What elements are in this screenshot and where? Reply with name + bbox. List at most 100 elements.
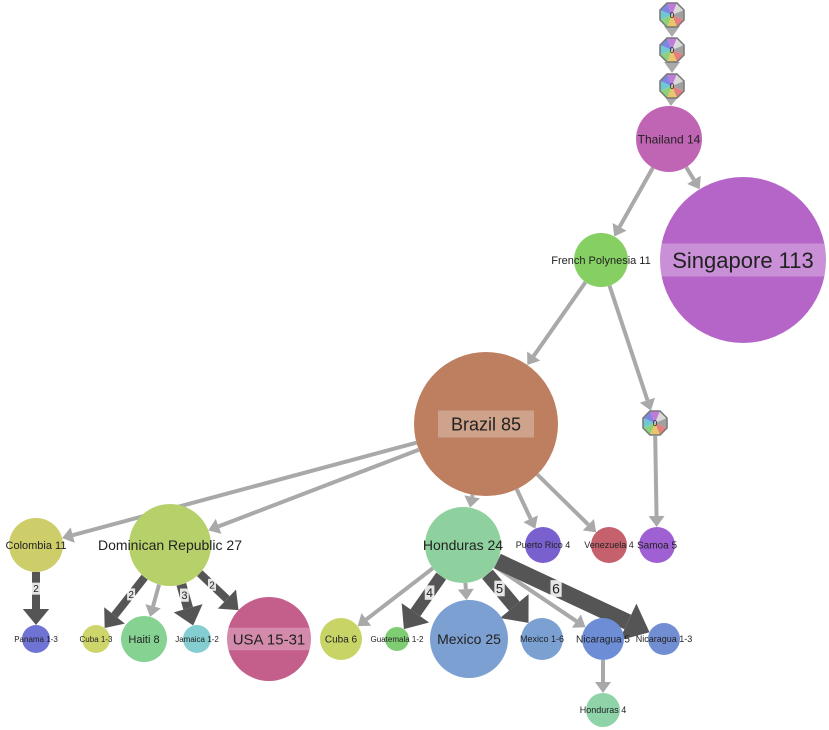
node-jamaica[interactable]: Jamaica 1-2	[175, 625, 219, 653]
edge-honduras24-to-nicaragua5	[493, 564, 586, 628]
edge-line	[494, 553, 632, 630]
octagon-segment	[642, 410, 655, 423]
edge-arrowhead	[357, 613, 372, 627]
node-circle	[320, 618, 362, 660]
node-circle	[636, 106, 702, 172]
edge-arrowhead	[664, 62, 680, 73]
edge-honduras24-to-mexico25	[457, 582, 474, 601]
node-haiti[interactable]: Haiti 8	[121, 616, 167, 662]
node-label: Puerto Rico 4	[516, 540, 571, 550]
node-nicaragua13[interactable]: Nicaragua 1-3	[636, 623, 693, 655]
edge-weight-label: 2	[207, 578, 216, 591]
node-honduras24[interactable]: Honduras 24	[423, 507, 503, 583]
node-honduras4[interactable]: Honduras 4	[580, 693, 627, 727]
octagon-segment	[672, 37, 685, 50]
edge-line	[617, 166, 655, 228]
edge-brazil-to-honduras24	[464, 494, 481, 508]
edge-brazil-to-venezuela	[535, 473, 597, 533]
edge-arrowhead	[582, 518, 597, 533]
edge-arrowhead	[401, 603, 430, 630]
edge-line	[365, 566, 435, 622]
node-samoa[interactable]: Samoa 5	[637, 527, 677, 563]
edge-fpoly-to-u4	[607, 285, 656, 411]
node-nicaragua5[interactable]: Nicaragua 5	[576, 618, 630, 660]
edge-arrowhead	[571, 614, 586, 628]
edge-arrowhead	[595, 682, 611, 693]
node-u3[interactable]: 0	[659, 73, 685, 99]
node-cuba6[interactable]: Cuba 6	[320, 618, 362, 660]
edge-arrowhead	[464, 495, 481, 508]
octagon-segment	[642, 423, 655, 436]
node-colombia[interactable]: Colombia 11	[6, 518, 67, 572]
edge-domrep-to-haiti	[145, 583, 161, 617]
node-mexico25[interactable]: Mexico 25	[430, 600, 508, 678]
octagon-segment	[672, 2, 685, 16]
node-mexico16[interactable]: Mexico 1-6	[520, 618, 564, 660]
edge-line	[532, 280, 588, 358]
node-label: Cuba 6	[325, 635, 358, 646]
edge-weight-label: 6	[550, 580, 562, 597]
node-circle	[639, 527, 675, 563]
node-circle	[586, 693, 620, 727]
octagon-segment	[667, 37, 677, 50]
node-circle	[129, 504, 211, 586]
node-circle	[22, 625, 50, 653]
node-domrep[interactable]: Dominican Republic 27	[98, 504, 242, 586]
node-label: 0	[670, 82, 675, 91]
node-thailand[interactable]: Thailand 14	[636, 106, 702, 172]
node-label: Guatemala 1-2	[371, 635, 424, 644]
edge-weight-label-bg	[550, 580, 562, 597]
node-singapore[interactable]: Singapore 113	[658, 177, 828, 343]
edge-honduras24-to-nicaragua13: 6	[494, 553, 650, 641]
edge-weight-label-text: 2	[128, 590, 134, 601]
node-guatemala[interactable]: Guatemala 1-2	[371, 627, 424, 651]
octagon-segment	[659, 37, 672, 50]
node-u4[interactable]: 0	[642, 410, 668, 436]
node-circle	[591, 527, 627, 563]
node-label: Mexico 25	[437, 631, 501, 647]
edge-line	[684, 166, 696, 181]
node-venezuela[interactable]: Venezuela 4	[584, 527, 634, 563]
edge-arrowhead	[639, 397, 656, 411]
edge-domrep-to-usa: 2	[196, 570, 239, 611]
octagon-segment	[659, 73, 672, 86]
node-cuba13[interactable]: Cuba 1-3	[80, 625, 113, 653]
node-circle	[414, 352, 558, 496]
edge-u4-to-samoa	[648, 435, 665, 528]
node-circle	[227, 597, 311, 681]
edge-line	[151, 583, 161, 607]
octagon-segment	[672, 15, 685, 28]
edge-honduras24-to-cuba6	[357, 566, 435, 627]
node-u2[interactable]: 0	[659, 37, 685, 63]
node-usa[interactable]: USA 15-31	[227, 597, 311, 681]
node-brazil[interactable]: Brazil 85	[414, 352, 558, 496]
node-puertorico[interactable]: Puerto Rico 4	[516, 527, 571, 563]
node-label: Samoa 5	[637, 541, 677, 552]
edge-honduras24-to-mexico16: 5	[482, 569, 529, 623]
unsampled-node-outline	[659, 2, 685, 28]
edge-weight-label-bg	[127, 588, 136, 601]
edge-weight-label: 5	[494, 580, 505, 597]
edge-arrowhead	[687, 175, 701, 190]
octagon-segment	[672, 50, 685, 63]
node-circle	[9, 518, 63, 572]
edge-weight-label-bg	[494, 580, 505, 597]
node-label: Honduras 4	[580, 705, 627, 715]
edge-arrowhead	[22, 609, 50, 625]
edge-arrowhead	[500, 594, 529, 623]
octagon-segment	[672, 81, 685, 91]
node-u1[interactable]: 0	[659, 2, 685, 28]
edge-arrowhead	[664, 26, 680, 37]
node-fpoly[interactable]: French Polynesia 11	[551, 233, 651, 287]
edge-brazil-to-puertorico	[514, 488, 538, 529]
edge-colombia-to-panama: 2	[22, 572, 50, 625]
node-label-bg	[438, 410, 534, 438]
node-panama[interactable]: Panama 1-3	[14, 625, 58, 653]
octagon-segment	[650, 410, 660, 423]
edge-weight-label-bg	[179, 588, 189, 602]
node-label: Haiti 8	[128, 634, 159, 646]
octagon-segment	[655, 410, 668, 423]
octagon-segment	[650, 423, 660, 436]
